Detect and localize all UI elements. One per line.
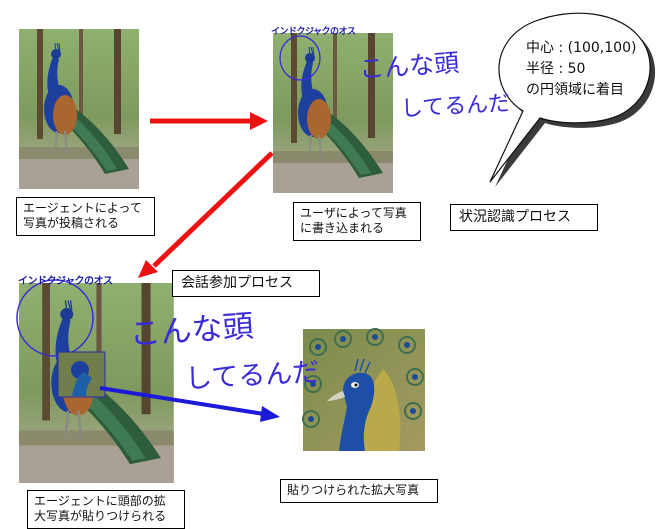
handwriting-line2-photo3: してるんだ (184, 356, 321, 395)
caption-user-written: ユーザによって写真 に書き込まれる (293, 202, 421, 241)
caption-user-written-line1: ユーザによって写真 (300, 206, 407, 220)
handwriting-line1-photo2: こんな頭 (358, 48, 461, 84)
bubble-line-region: の円領域に着目 (526, 82, 624, 98)
species-tag-photo3: インドクジャクのオス (18, 276, 113, 287)
caption-posted-line2: 写真が投稿される (23, 216, 120, 230)
caption-posted: エージェントによって 写真が投稿される (16, 197, 155, 236)
arrow-inset-to-zoomed (99, 386, 280, 422)
handwriting-line2-photo2: してるんだ (400, 91, 511, 122)
peacock-photo-posted (18, 28, 140, 190)
caption-user-written-line2: に書き込まれる (300, 221, 385, 235)
zoomed-head-photo (302, 328, 425, 451)
label-conversation-process: 会話参加プロセス (172, 270, 320, 297)
head-circle-annotation (16, 279, 94, 357)
bubble-line-center: 中心 : (100,100) (526, 40, 637, 56)
caption-zoomed-photo-text: 貼りつけられた拡大写真 (287, 483, 420, 497)
peacock-photo-annotated (272, 32, 394, 194)
handwriting-line1-photo3: こんな頭 (128, 308, 255, 353)
zoom-inset-thumbnail (57, 351, 106, 398)
arrow-photo1-to-photo2 (150, 112, 268, 130)
bubble-line-radius: 半径 : 50 (526, 61, 586, 77)
caption-zoom-attached: エージェントに頭部の拡 大写真が貼りつけられる (27, 490, 185, 529)
caption-zoom-attached-line1: エージェントに頭部の拡 (34, 494, 166, 508)
speech-bubble (489, 12, 651, 183)
label-situation-process: 状況認識プロセス (450, 204, 598, 231)
arrow-photo2-to-photo3 (138, 151, 274, 278)
caption-posted-line1: エージェントによって (23, 201, 142, 215)
caption-zoomed-photo: 貼りつけられた拡大写真 (280, 479, 438, 503)
caption-zoom-attached-line2: 大写真が貼りつけられる (34, 509, 167, 523)
species-tag-photo2: インドクジャクのオス (271, 27, 356, 37)
